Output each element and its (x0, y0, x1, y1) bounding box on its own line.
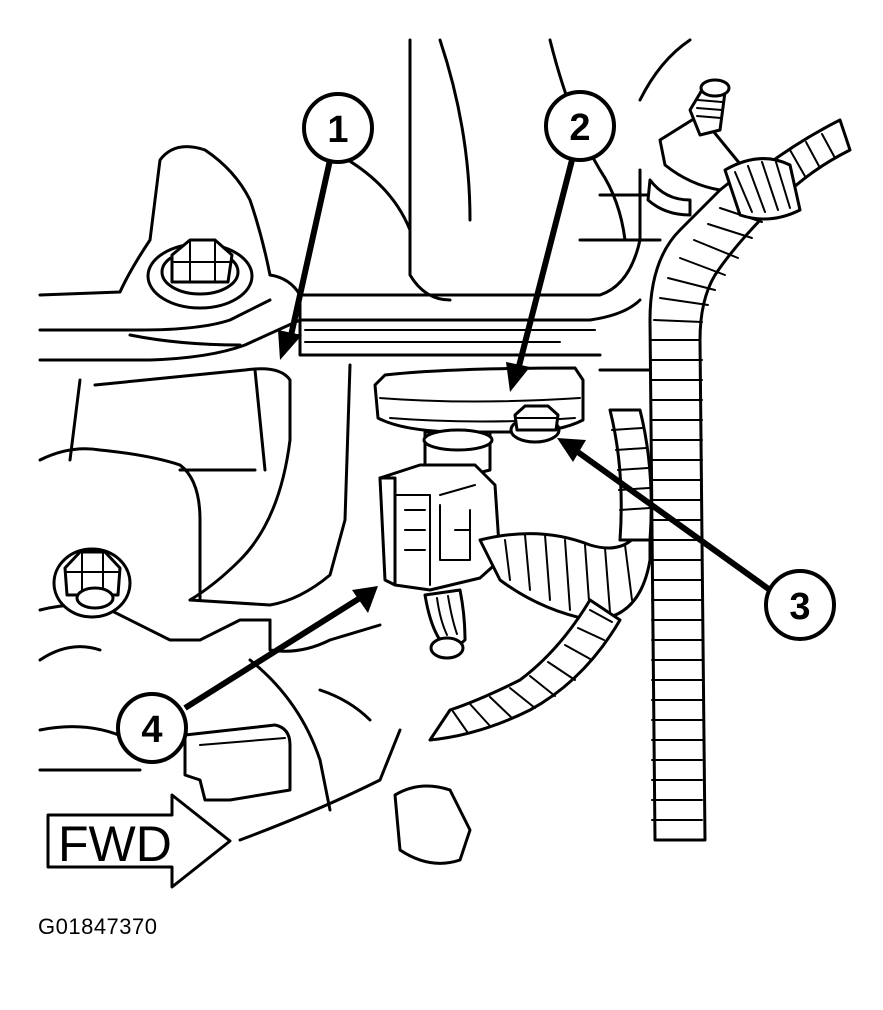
upper-bolt-icon (146, 238, 254, 310)
figure-id: G01847370 (38, 914, 158, 939)
callout-3-label: 3 (789, 586, 810, 628)
sensor-connector (378, 463, 502, 660)
wiring-harness-conduit (648, 118, 852, 842)
connector-harness (428, 408, 653, 742)
lower-bolt-icon (52, 547, 132, 619)
fwd-arrow: FWD (46, 793, 232, 889)
callout-2: 2 (544, 90, 616, 162)
callout-2-label: 2 (569, 107, 590, 149)
clamp-and-stud (646, 78, 802, 221)
sensor-bolt-icon (509, 404, 561, 444)
leader-lines (183, 159, 772, 711)
callout-1: 1 (302, 92, 374, 164)
engine-housing (38, 38, 692, 865)
fwd-label: FWD (58, 816, 172, 872)
callout-4: 4 (116, 692, 188, 764)
callout-3: 3 (764, 569, 836, 641)
callout-4-label: 4 (141, 709, 162, 751)
callout-1-label: 1 (327, 109, 348, 151)
